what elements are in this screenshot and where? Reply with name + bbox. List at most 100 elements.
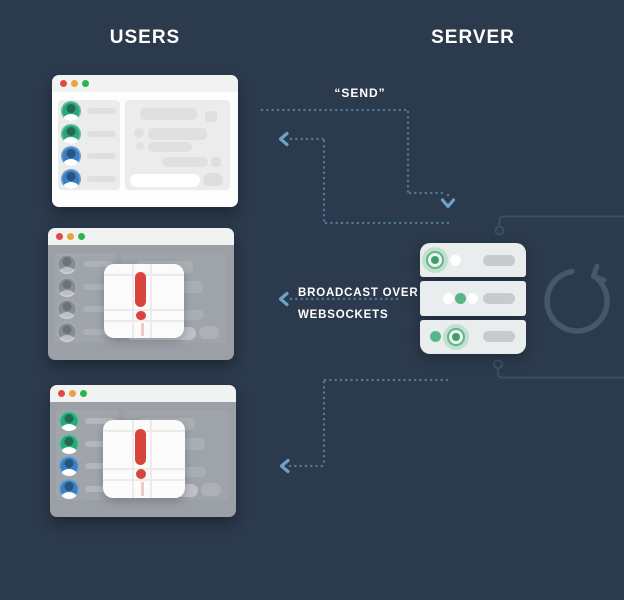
chat-panel [125, 100, 230, 190]
led-green-indicator [455, 292, 466, 304]
led-white-indicator [450, 254, 461, 266]
send-button[interactable] [203, 173, 223, 186]
user-avatar-icon [59, 478, 79, 499]
send-label: “SEND” [334, 86, 386, 100]
connector-node [494, 225, 505, 236]
user-avatar-icon [57, 276, 77, 297]
broadcast-arrow-top [278, 131, 455, 225]
chat-app-body-disabled [48, 245, 234, 360]
send-button [201, 483, 221, 496]
send-button [199, 326, 219, 339]
window-titlebar [48, 228, 234, 245]
server-unit [420, 281, 526, 316]
arrow-left-icon [278, 291, 289, 307]
message-bubble [162, 157, 208, 167]
username-placeholder [87, 108, 116, 114]
exclamation-icon [135, 272, 147, 307]
arrow-left-icon [279, 458, 290, 474]
message-bubble [140, 108, 197, 120]
led-white-indicator [467, 292, 478, 304]
username-placeholder [85, 485, 114, 492]
user-window-2 [48, 228, 234, 360]
user-list [58, 100, 120, 190]
user-row [54, 321, 116, 342]
window-control-dot [58, 390, 65, 397]
user-avatar-icon [59, 411, 79, 431]
broadcast-label-line2: WEBSOCKETS [298, 309, 389, 321]
user-avatar-icon [61, 146, 81, 167]
server-heading: SERVER [431, 27, 515, 48]
user-row [58, 168, 120, 189]
server-unit [420, 319, 526, 354]
message-input[interactable] [130, 174, 200, 187]
server-unit [420, 243, 526, 278]
message-avatar [211, 157, 221, 167]
user-row [58, 146, 120, 167]
window-control-dot [71, 80, 78, 87]
username-placeholder [87, 175, 116, 182]
user-avatar-icon [57, 254, 77, 274]
username-placeholder [87, 153, 116, 160]
window-control-dot [80, 390, 87, 397]
user-row [56, 456, 118, 477]
user-row [56, 433, 118, 454]
username-placeholder [83, 283, 112, 290]
window-titlebar [50, 385, 236, 402]
exclamation-icon [134, 428, 147, 466]
grid-line [149, 420, 152, 498]
grid-line [104, 309, 184, 312]
user-avatar-icon [61, 101, 81, 121]
message-bubble [148, 128, 207, 140]
message-avatar [205, 111, 217, 122]
exclamation-dot [136, 310, 146, 321]
user-row [56, 411, 118, 431]
user-row [56, 478, 118, 499]
window-control-dot [56, 233, 63, 240]
refresh-icon [544, 263, 610, 334]
user-avatar-icon [61, 123, 81, 144]
led-green-indicator [430, 331, 441, 343]
user-window-1 [52, 75, 238, 207]
server-connector-bottom [493, 359, 624, 379]
message-avatar [136, 142, 144, 150]
grid-line [103, 478, 185, 481]
username-placeholder [85, 418, 114, 424]
user-avatar-icon [59, 433, 79, 454]
user-row [54, 254, 116, 274]
led-glow-indicator [443, 323, 469, 350]
username-placeholder [83, 306, 112, 313]
led-glow-indicator [422, 247, 448, 274]
window-control-dot [82, 80, 89, 87]
connector-node [493, 359, 503, 370]
user-avatar-icon [57, 299, 77, 320]
exclamation-tail [140, 482, 144, 496]
user-avatar-icon [59, 456, 79, 477]
arrow-left-icon [278, 131, 289, 147]
window-control-dot [60, 80, 67, 87]
chat-app-body [52, 92, 238, 207]
user-row [58, 123, 120, 144]
grid-line [132, 264, 134, 338]
alert-notification-card [103, 420, 185, 498]
username-placeholder [85, 440, 114, 447]
led-white-indicator [443, 292, 454, 304]
broadcast-arrow-bottom [279, 378, 453, 474]
user-window-3 [50, 385, 236, 517]
grid-line [131, 420, 134, 498]
user-row [54, 276, 116, 297]
grid-line [104, 319, 184, 322]
broadcast-arrow-middle [278, 291, 402, 307]
server-rack [420, 243, 526, 354]
exclamation-dot [135, 469, 146, 480]
users-heading: USERS [109, 27, 181, 48]
exclamation-tail [140, 323, 144, 336]
user-avatar-icon [61, 168, 81, 189]
broadcast-label: BROADCAST OVER WEBSOCKETS [298, 282, 418, 326]
username-placeholder [83, 261, 112, 267]
user-row [54, 299, 116, 320]
user-row [58, 101, 120, 121]
alert-notification-card [104, 264, 184, 338]
broadcast-label-line1: BROADCAST OVER [298, 287, 419, 299]
